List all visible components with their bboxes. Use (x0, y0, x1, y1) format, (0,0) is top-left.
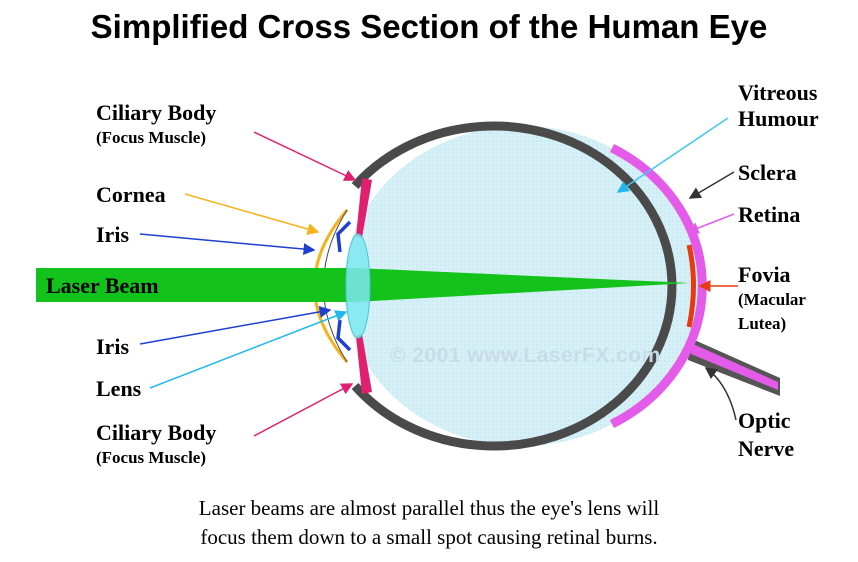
label-ciliary-body-bottom: Ciliary Body (96, 420, 217, 445)
label-fovia-sub-1: (Macular (738, 290, 806, 309)
lens (345, 233, 371, 339)
optic-nerve-arrow (704, 367, 737, 421)
iris-top-arrow (139, 233, 316, 256)
ciliary-body-bottom (356, 334, 372, 394)
label-iris-top: Iris (96, 222, 129, 247)
iris-bottom-arrow (139, 305, 332, 345)
retina-arrow (686, 213, 735, 234)
lens-arrow (149, 310, 348, 389)
label-fovia-sub-2: Lutea) (738, 314, 787, 333)
label-optic-1: Optic (738, 408, 791, 433)
label-sclera: Sclera (738, 160, 797, 185)
label-ciliary-body-top-sub: (Focus Muscle) (96, 128, 207, 147)
label-retina: Retina (738, 202, 801, 227)
ciliary-top-arrow (253, 131, 357, 181)
iris-bottom (336, 319, 352, 352)
fovia (686, 244, 696, 328)
cornea-arrow (184, 193, 320, 235)
sclera (351, 121, 677, 451)
watermark: © 2001 www.LaserFX.com (390, 344, 661, 367)
label-laser-beam: Laser Beam (46, 273, 159, 298)
label-optic-2: Nerve (738, 436, 795, 461)
optic-nerve-inner (691, 344, 778, 390)
label-cornea: Cornea (96, 182, 166, 207)
ciliary-body-top (356, 178, 372, 238)
label-fovia: Fovia (738, 262, 791, 287)
label-iris-bottom: Iris (96, 334, 129, 359)
label-vitreous-2: Humour (738, 106, 819, 131)
label-vitreous-1: Vitreous (738, 80, 818, 105)
label-ciliary-body-top: Ciliary Body (96, 100, 217, 125)
iris-top (336, 220, 352, 253)
label-lens: Lens (96, 376, 142, 401)
sclera-arrow (688, 171, 735, 199)
label-ciliary-body-bottom-sub: (Focus Muscle) (96, 448, 207, 467)
caption-line-2: focus them down to a small spot causing … (200, 525, 658, 549)
ciliary-bottom-arrow (253, 383, 354, 437)
caption-line-1: Laser beams are almost parallel thus the… (198, 496, 660, 520)
vitreous-arrow (616, 117, 729, 193)
diagram-title: Simplified Cross Section of the Human Ey… (90, 8, 768, 45)
caption: Laser beams are almost parallel thus the… (0, 494, 858, 552)
